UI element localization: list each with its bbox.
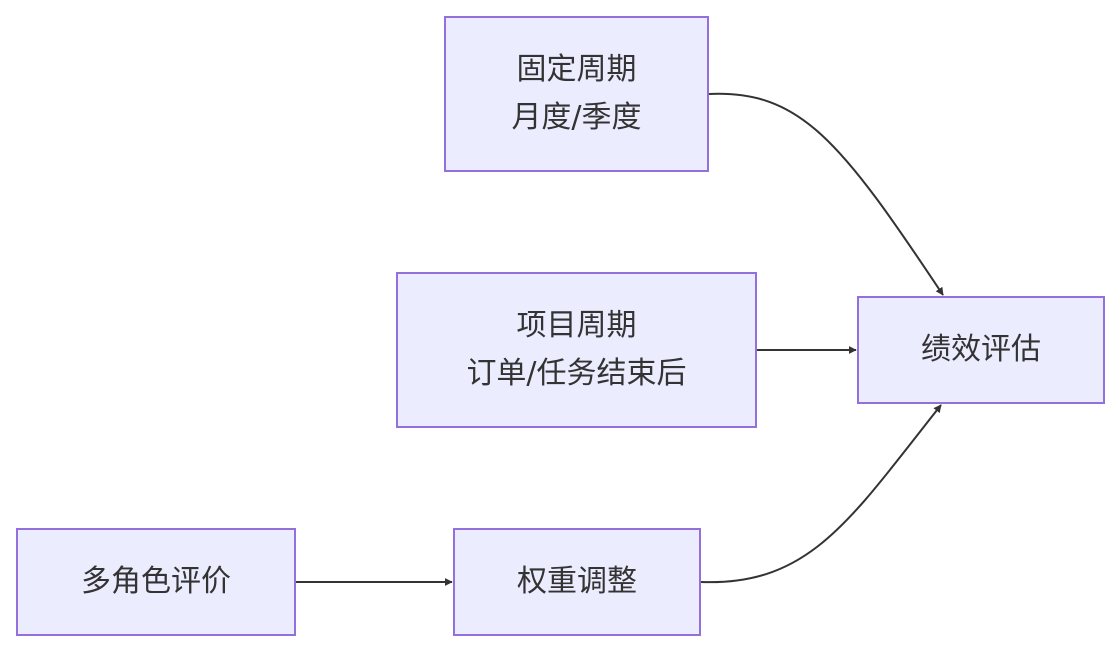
edge-weight-adjust-to-performance-eval (700, 404, 942, 584)
node-performance-eval-label: 绩效评估 (921, 332, 1041, 367)
node-performance-eval: 绩效评估 (857, 296, 1105, 404)
node-multi-role-label: 多角色评价 (81, 564, 231, 599)
node-project-cycle-line1: 项目周期 (516, 308, 637, 343)
node-fixed-cycle-line2: 月度/季度 (511, 100, 642, 135)
node-weight-adjust-label: 权重调整 (517, 564, 637, 599)
node-fixed-cycle-line1: 固定周期 (516, 52, 637, 87)
node-fixed-cycle: 固定周期 月度/季度 (444, 16, 709, 172)
node-multi-role: 多角色评价 (16, 528, 296, 636)
edge-fixed-cycle-to-performance-eval (708, 92, 944, 296)
node-weight-adjust: 权重调整 (453, 528, 701, 636)
node-project-cycle: 项目周期 订单/任务结束后 (396, 272, 757, 428)
node-project-cycle-line2: 订单/任务结束后 (466, 356, 687, 391)
